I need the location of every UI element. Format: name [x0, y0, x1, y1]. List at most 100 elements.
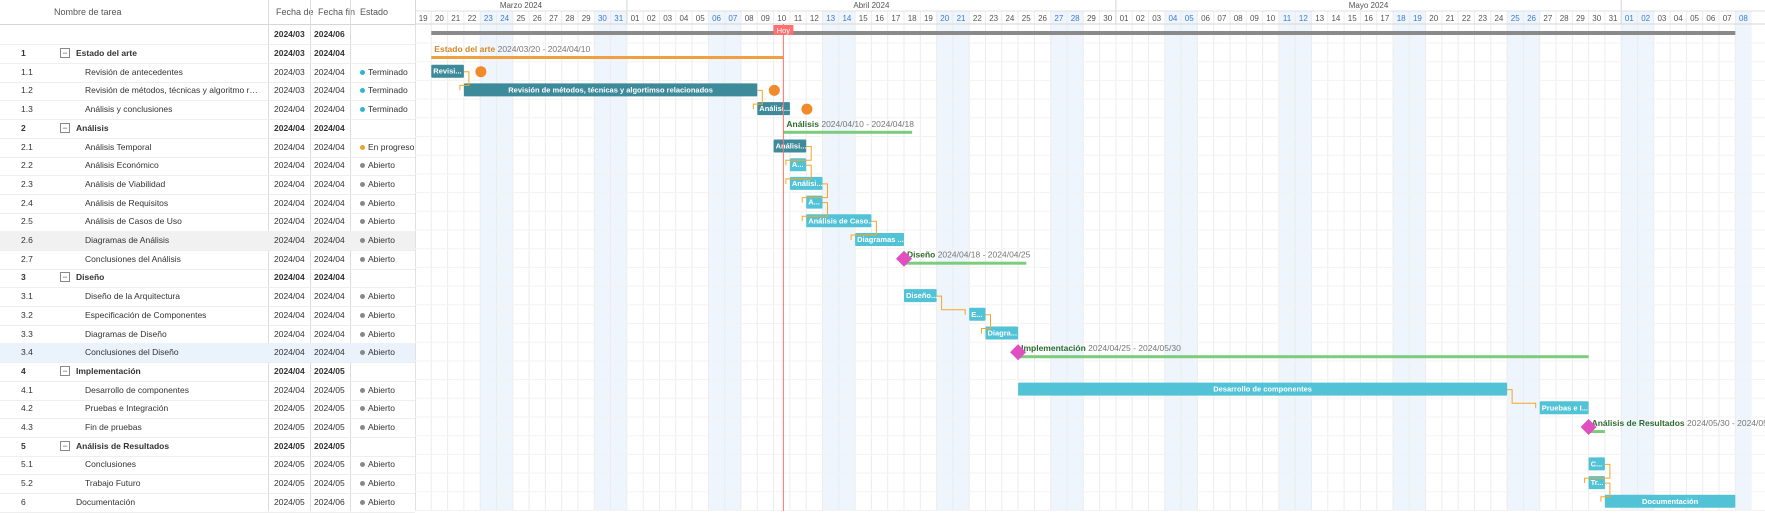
task-bar-label: Análisi...: [759, 104, 790, 113]
day-label: 30: [1592, 14, 1601, 23]
task-status: Terminado: [368, 85, 408, 96]
assignee-avatar-icon[interactable]: [801, 103, 813, 115]
task-bar[interactable]: [1604, 494, 1736, 508]
day-label: 15: [1348, 14, 1357, 23]
task-bar[interactable]: [431, 64, 464, 78]
project-summary-row[interactable]: 2024/03 2024/06: [0, 25, 415, 45]
day-label: 04: [1168, 14, 1177, 23]
task-name: Diagramas de Diseño: [85, 328, 167, 339]
task-start-date: 2024/04: [274, 141, 305, 152]
summary-bar[interactable]: [783, 130, 913, 134]
collapse-toggle-icon[interactable]: −: [60, 365, 70, 376]
status-dot-icon: [360, 163, 365, 169]
task-wbs: 2.2: [21, 160, 33, 171]
month-label: Abril 2024: [853, 1, 890, 10]
milestone-diamond[interactable]: [1010, 344, 1027, 361]
task-bar[interactable]: [773, 139, 807, 153]
task-bar[interactable]: [904, 289, 937, 303]
task-bar[interactable]: [969, 307, 986, 321]
summary-bar[interactable]: [1588, 430, 1605, 433]
col-header-name[interactable]: Nombre de tarea: [54, 7, 122, 17]
day-label: 31: [1609, 14, 1618, 23]
task-wbs: 2.7: [21, 253, 33, 264]
collapse-toggle-icon[interactable]: −: [60, 48, 70, 58]
milestone-diamond[interactable]: [1580, 419, 1597, 435]
status-dot-icon: [360, 350, 365, 356]
task-bar[interactable]: [1588, 476, 1605, 490]
task-wbs: 4.2: [21, 403, 33, 414]
milestone-diamond[interactable]: [896, 250, 912, 267]
day-label: 26: [1038, 14, 1047, 23]
col-divider[interactable]: [268, 0, 269, 511]
task-bar[interactable]: [789, 158, 807, 172]
summary-bar[interactable]: [431, 56, 784, 59]
day-label: 24: [1494, 14, 1503, 23]
task-bar[interactable]: [1018, 382, 1508, 396]
task-wbs: 6: [21, 496, 26, 507]
summary-bar[interactable]: [904, 261, 1027, 265]
day-label: 19: [924, 14, 933, 23]
col-divider[interactable]: [350, 0, 351, 511]
task-start-date: 2024/03: [274, 85, 305, 96]
task-bar[interactable]: [789, 176, 823, 190]
col-header-start[interactable]: Fecha de: [276, 7, 314, 17]
task-wbs: 2.6: [21, 235, 33, 245]
day-label: 27: [549, 14, 558, 23]
task-name: Documentación: [76, 496, 136, 507]
day-label: 05: [696, 14, 705, 23]
task-end-date: 2024/04: [314, 160, 345, 171]
dependency-link: [785, 164, 812, 184]
collapse-toggle-icon[interactable]: −: [60, 272, 70, 283]
project-summary-bar[interactable]: [431, 31, 1736, 35]
task-wbs: 4: [21, 365, 26, 376]
dependency-link: [1507, 389, 1537, 409]
task-start-date: 2024/04: [274, 291, 305, 302]
task-bar[interactable]: [806, 195, 823, 209]
collapse-toggle-icon[interactable]: −: [60, 122, 70, 133]
task-start-date: 2024/05: [274, 459, 305, 470]
col-divider[interactable]: [310, 0, 311, 511]
task-bar[interactable]: [463, 83, 758, 97]
col-header-end[interactable]: Fecha fin: [318, 7, 356, 17]
task-bar[interactable]: [855, 233, 904, 246]
task-bar[interactable]: [1588, 457, 1605, 471]
assignee-avatar-icon[interactable]: [768, 84, 780, 96]
task-bar[interactable]: [985, 326, 1019, 340]
task-status: Abierto: [368, 347, 395, 358]
collapse-toggle-icon[interactable]: −: [60, 440, 70, 451]
task-bar[interactable]: [757, 102, 790, 116]
summary-bar[interactable]: [1018, 355, 1589, 359]
assignee-avatar-icon[interactable]: [475, 66, 487, 78]
task-bar[interactable]: [806, 214, 872, 228]
task-bar[interactable]: [1539, 401, 1589, 415]
task-end-date: 2024/05: [314, 384, 345, 395]
day-label: 28: [1560, 14, 1569, 23]
col-header-status[interactable]: Estado: [360, 7, 389, 17]
